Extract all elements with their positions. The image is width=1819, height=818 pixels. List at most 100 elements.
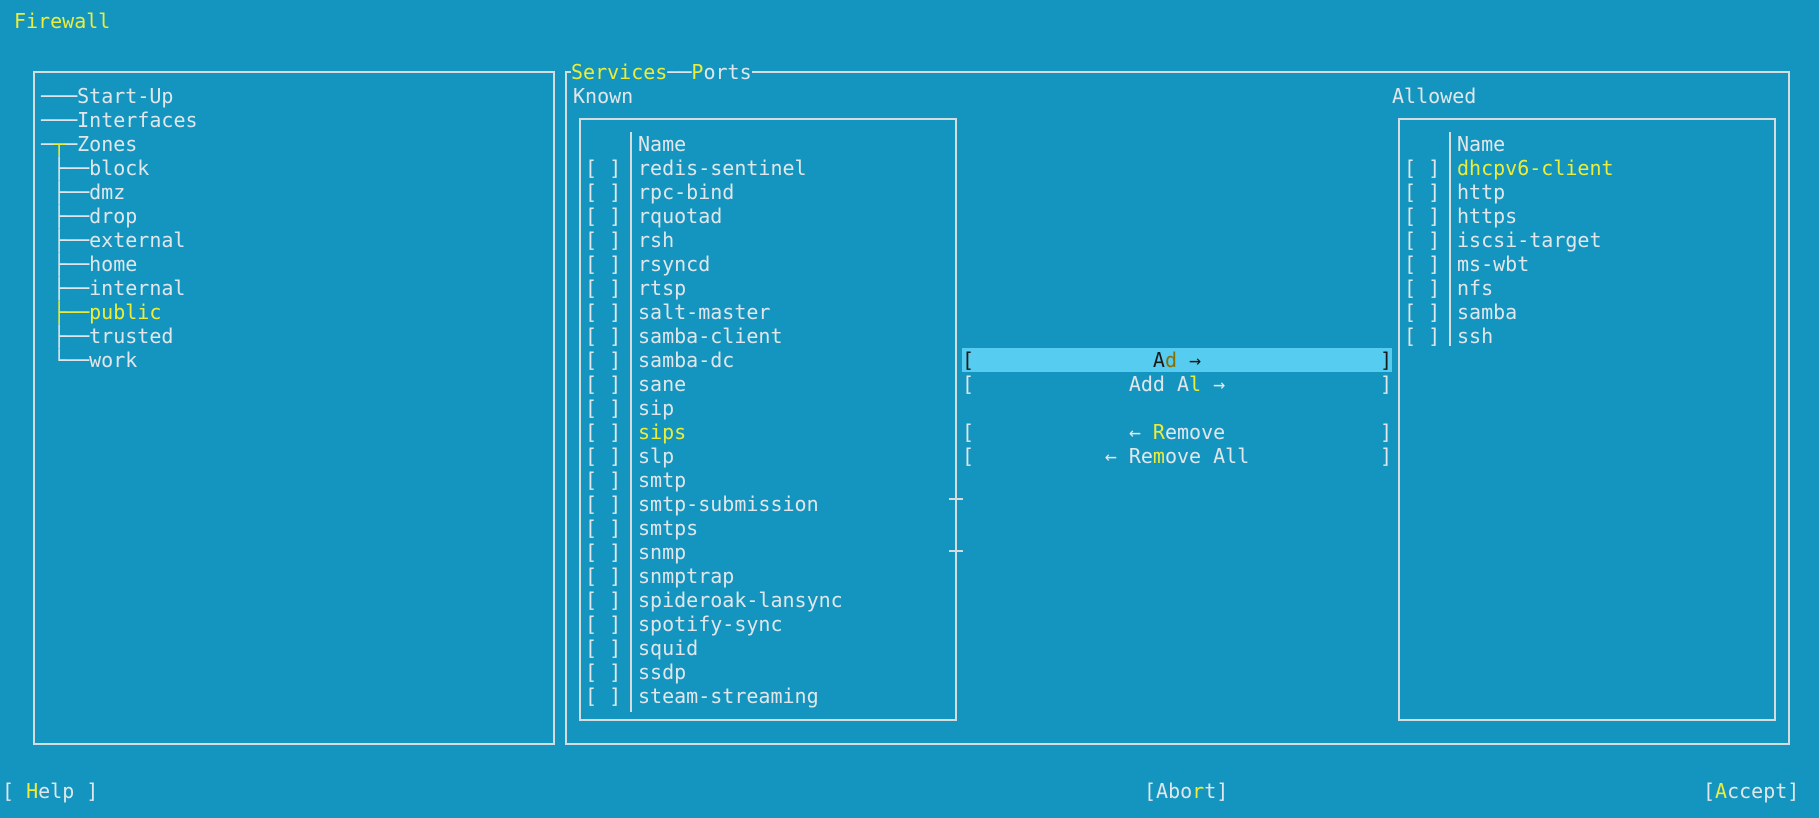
tab-services[interactable]: Services [571, 60, 668, 84]
known-checkbox[interactable]: [ ] [585, 468, 622, 492]
add-all-button[interactable]: [ Add Al → ] [962, 372, 1392, 396]
remove-button[interactable]: [ ← Remove ] [962, 420, 1392, 444]
allowed-column-divider [1449, 132, 1451, 346]
allowed-item-dhcpv6-client[interactable]: dhcpv6-client [1457, 156, 1614, 180]
known-item-snmptrap[interactable]: snmptrap [638, 564, 735, 588]
known-checkbox[interactable]: [ ] [585, 420, 622, 444]
allowed-item-iscsi-target[interactable]: iscsi-target [1457, 228, 1602, 252]
known-item-samba-client[interactable]: samba-client [638, 324, 783, 348]
remove-all-button[interactable]: [ ← Remove All ] [962, 444, 1392, 468]
allowed-list[interactable] [1398, 118, 1776, 721]
known-item-rsyncd[interactable]: rsyncd [638, 252, 711, 276]
known-item-redis-sentinel[interactable]: redis-sentinel [638, 156, 807, 180]
remove-all-bracket-right: ] [1379, 444, 1392, 468]
tab-ports[interactable]: orts [703, 60, 752, 84]
allowed-item-ms-wbt[interactable]: ms-wbt [1457, 252, 1530, 276]
zone-item-work[interactable]: └──work [53, 348, 138, 372]
known-item-rquotad[interactable]: rquotad [638, 204, 723, 228]
known-checkbox[interactable]: [ ] [585, 516, 622, 540]
known-item-snmp[interactable]: snmp [638, 540, 687, 564]
known-item-steam-streaming[interactable]: steam-streaming [638, 684, 819, 708]
tab-bar: Services──Ports [571, 60, 752, 84]
known-checkbox[interactable]: [ ] [585, 660, 622, 684]
allowed-item-http[interactable]: http [1457, 180, 1506, 204]
allowed-item-samba[interactable]: samba [1457, 300, 1518, 324]
allowed-item-ssh[interactable]: ssh [1457, 324, 1494, 348]
remove-bracket-left: [ [962, 420, 975, 444]
services-panel [565, 71, 1790, 745]
known-item-rsh[interactable]: rsh [638, 228, 675, 252]
known-checkbox[interactable]: [ ] [585, 252, 622, 276]
known-item-squid[interactable]: squid [638, 636, 699, 660]
known-checkbox[interactable]: [ ] [585, 540, 622, 564]
allowed-checkbox[interactable]: [ ] [1404, 228, 1441, 252]
allowed-checkbox[interactable]: [ ] [1404, 276, 1441, 300]
known-checkbox[interactable]: [ ] [585, 612, 622, 636]
zone-item-drop[interactable]: ├──drop [53, 204, 138, 228]
known-checkbox[interactable]: [ ] [585, 444, 622, 468]
zone-item-public[interactable]: ├──public [53, 300, 162, 324]
remove-all-button-label: ← Remove All [1104, 444, 1250, 468]
zone-item-dmz[interactable]: ├──dmz [53, 180, 126, 204]
known-item-sips[interactable]: sips [638, 420, 687, 444]
tab-ports-hotkey[interactable]: P [691, 60, 704, 84]
known-checkbox[interactable]: [ ] [585, 588, 622, 612]
known-list[interactable] [579, 118, 957, 721]
known-item-sane[interactable]: sane [638, 372, 687, 396]
allowed-checkbox[interactable]: [ ] [1404, 252, 1441, 276]
known-item-rtsp[interactable]: rtsp [638, 276, 687, 300]
allowed-checkbox[interactable]: [ ] [1404, 300, 1441, 324]
known-item-sip[interactable]: sip [638, 396, 675, 420]
known-checkbox[interactable]: [ ] [585, 204, 622, 228]
allowed-checkbox[interactable]: [ ] [1404, 324, 1441, 348]
known-checkbox[interactable]: [ ] [585, 636, 622, 660]
remove-bracket-right: ] [1379, 420, 1392, 444]
zone-item-home[interactable]: ├──home [53, 252, 138, 276]
known-checkbox[interactable]: [ ] [585, 396, 622, 420]
tree-item-zones[interactable]: ─┬─Zones [41, 132, 138, 156]
add-button[interactable]: [ Ad → ] [962, 348, 1392, 372]
allowed-column-header: Name [1457, 132, 1506, 156]
known-checkbox[interactable]: [ ] [585, 276, 622, 300]
known-checkbox[interactable]: [ ] [585, 324, 622, 348]
allowed-title: Allowed [1392, 84, 1477, 108]
allowed-item-https[interactable]: https [1457, 204, 1518, 228]
zone-item-block[interactable]: ├──block [53, 156, 150, 180]
help-button[interactable]: [ Help ] [2, 779, 99, 803]
known-item-slp[interactable]: slp [638, 444, 675, 468]
known-item-smtp-submission[interactable]: smtp-submission [638, 492, 819, 516]
tree-item-interfaces[interactable]: ───Interfaces [41, 108, 198, 132]
abort-button[interactable]: [Abort] [1144, 779, 1229, 803]
accept-button[interactable]: [Accept] [1703, 779, 1800, 803]
zone-item-internal[interactable]: ├──internal [53, 276, 186, 300]
known-checkbox[interactable]: [ ] [585, 180, 622, 204]
add-button-bracket-left: [ [962, 348, 975, 372]
window-title: Firewall [14, 9, 111, 33]
known-item-smtp[interactable]: smtp [638, 468, 687, 492]
known-column-divider [630, 132, 632, 712]
zone-item-trusted[interactable]: ├──trusted [53, 324, 174, 348]
allowed-item-nfs[interactable]: nfs [1457, 276, 1494, 300]
zone-item-external[interactable]: ├──external [53, 228, 186, 252]
known-checkbox[interactable]: [ ] [585, 156, 622, 180]
known-item-spideroak-lansync[interactable]: spideroak-lansync [638, 588, 843, 612]
known-item-samba-dc[interactable]: samba-dc [638, 348, 735, 372]
tree-item-start-up[interactable]: ───Start-Up [41, 84, 174, 108]
known-item-ssdp[interactable]: ssdp [638, 660, 687, 684]
allowed-checkbox[interactable]: [ ] [1404, 180, 1441, 204]
known-checkbox[interactable]: [ ] [585, 348, 622, 372]
known-item-salt-master[interactable]: salt-master [638, 300, 771, 324]
known-item-spotify-sync[interactable]: spotify-sync [638, 612, 783, 636]
known-checkbox[interactable]: [ ] [585, 492, 622, 516]
allowed-checkbox[interactable]: [ ] [1404, 204, 1441, 228]
known-checkbox[interactable]: [ ] [585, 564, 622, 588]
known-checkbox[interactable]: [ ] [585, 228, 622, 252]
known-scrollbar[interactable] [955, 498, 957, 552]
remove-all-bracket-left: [ [962, 444, 975, 468]
known-checkbox[interactable]: [ ] [585, 684, 622, 708]
known-checkbox[interactable]: [ ] [585, 372, 622, 396]
known-item-rpc-bind[interactable]: rpc-bind [638, 180, 735, 204]
known-checkbox[interactable]: [ ] [585, 300, 622, 324]
allowed-checkbox[interactable]: [ ] [1404, 156, 1441, 180]
known-item-smtps[interactable]: smtps [638, 516, 699, 540]
